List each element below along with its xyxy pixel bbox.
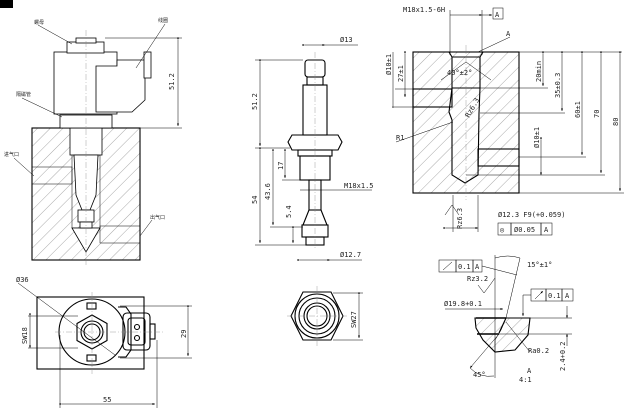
detail-a-view: 15°±1° 0.1 A Rz3.2 0.1 A Ø19.8+0.1 Ra0.2… xyxy=(438,255,574,384)
label-inlet: 进气口 xyxy=(4,151,19,158)
dim-54: 54 xyxy=(251,196,259,204)
concentricity-symbol: ◎ xyxy=(500,226,505,234)
dim-bore-fit: Ø12.3 F9(+0.059) xyxy=(498,211,565,219)
dim-d12-7: Ø12.7 xyxy=(340,251,361,259)
label-nut: 螺母 xyxy=(34,19,44,26)
detail-diameter: Ø19.8+0.1 xyxy=(444,300,482,308)
dim-sw27: SW27 xyxy=(350,311,358,328)
detail-ref-a: A xyxy=(506,30,511,38)
valve-assembly-section: 51.2 螺母 线圈 隔磁管 进气口 出气口 xyxy=(4,17,182,265)
dim-60: 60±1 xyxy=(574,101,582,118)
concentricity-datum: A xyxy=(544,226,549,234)
dim-55: 55 xyxy=(103,396,111,404)
runout1-value: 0.1 xyxy=(458,263,471,271)
hex-nut-view: SW27 xyxy=(287,286,363,346)
detail-depth: 2.4+0.2 xyxy=(559,341,567,371)
concentricity-value: Ø0.05 xyxy=(514,226,535,234)
dim-r1: R1 xyxy=(396,134,404,142)
dim-thread-6h: M18x1.5-6H xyxy=(403,6,445,14)
dim-diameter-36: Ø36 xyxy=(16,276,29,284)
dim-43-6: 43.6 xyxy=(264,183,272,200)
corner-mark xyxy=(0,0,13,8)
dim-80: 80 xyxy=(612,118,620,126)
detail-chamfer: 45° xyxy=(473,371,486,379)
dim-29: 29 xyxy=(180,330,188,338)
detail-angle-15: 15°±1° xyxy=(527,261,552,269)
dim-height: 51.2 xyxy=(168,73,176,90)
label-outlet: 出气口 xyxy=(150,214,165,221)
detail-scale: 4:1 xyxy=(519,376,532,384)
dim-d10-side: Ø10±1 xyxy=(533,127,541,148)
label-coil: 线圈 xyxy=(158,17,168,24)
dim-thread: M18x1.5 xyxy=(344,182,374,190)
detail-ra: Ra0.2 xyxy=(528,347,549,355)
valve-top-view: Ø36 SW18 29 55 xyxy=(16,276,192,408)
runout2-datum: A xyxy=(565,292,570,300)
dim-d10-top: Ø10±1 xyxy=(385,54,393,75)
dim-20min: 20min xyxy=(535,61,543,82)
dim-angle-40: 40°±2° xyxy=(447,69,472,77)
datum-a: A xyxy=(495,11,500,19)
dim-35: 35±0.3 xyxy=(554,73,562,98)
detail-roughness-rz: Rz3.2 xyxy=(467,275,488,283)
dim-d13: Ø13 xyxy=(340,36,353,44)
dim-5-4: 5.4 xyxy=(285,205,293,218)
dim-70: 70 xyxy=(593,110,601,118)
detail-title: A xyxy=(527,367,532,375)
dim-sw18: SW18 xyxy=(21,327,29,344)
valve-stem-view: Ø13 51.2 54 43.6 17 5.4 M18x1.5 Ø12.7 xyxy=(251,36,374,261)
label-sleeve-nut: 隔磁管 xyxy=(16,91,31,98)
dim-17: 17 xyxy=(277,162,285,170)
block-section: M18x1.5-6H A A Ø10±1 27±1 40°±2° Rz6.3 R… xyxy=(385,6,624,236)
dim-51-2: 51.2 xyxy=(251,93,259,110)
runout1-datum: A xyxy=(475,263,480,271)
roughness-rz-bore: Rz6.3 xyxy=(456,208,464,229)
runout2-value: 0.1 xyxy=(548,292,561,300)
dim-27: 27±1 xyxy=(397,65,405,82)
